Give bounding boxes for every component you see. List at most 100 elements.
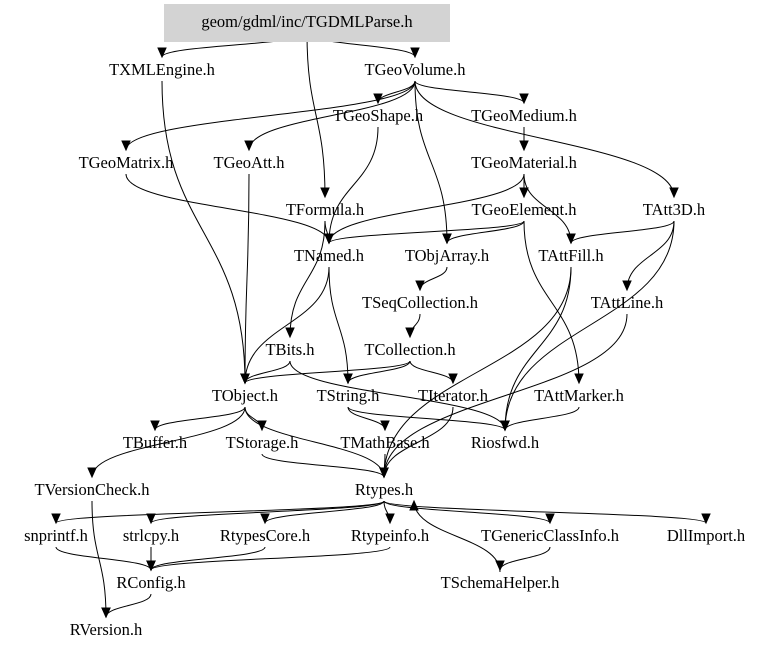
arrowhead-rtypeinfo-to-rconfig <box>146 560 156 572</box>
edge-tobject-to-tstorage <box>244 406 263 431</box>
node-label: Rtypes.h <box>355 480 414 499</box>
node-tbuffer[interactable]: TBuffer.h <box>123 433 188 452</box>
node-label: TXMLEngine.h <box>109 60 216 79</box>
node-tschemahelper[interactable]: TSchemaHelper.h <box>441 573 560 592</box>
node-label: TGeoShape.h <box>333 106 424 125</box>
node-tseqcoll[interactable]: TSeqCollection.h <box>362 293 479 312</box>
node-tmathbase[interactable]: TMathBase.h <box>340 433 430 452</box>
edge-rtypes-to-snprintf <box>55 500 385 524</box>
node-tgeomedium[interactable]: TGeoMedium.h <box>471 106 578 125</box>
node-titerator[interactable]: TIterator.h <box>418 386 489 405</box>
node-snprintf[interactable]: snprintf.h <box>24 526 88 545</box>
arrowhead-tatt3d-to-tattline <box>622 280 632 292</box>
node-label: TAtt3D.h <box>643 200 706 219</box>
arrowhead-tstring-to-tmathbase <box>380 420 390 432</box>
node-tatt3d[interactable]: TAtt3D.h <box>643 200 706 219</box>
node-label: TGeoMedium.h <box>471 106 578 125</box>
node-label: TIterator.h <box>418 386 489 405</box>
arrowhead-root-to-txml <box>157 47 167 59</box>
node-label: DllImport.h <box>667 526 746 545</box>
edges-layer <box>51 32 711 619</box>
node-label: TSeqCollection.h <box>362 293 479 312</box>
node-tversioncheck[interactable]: TVersionCheck.h <box>34 480 150 499</box>
root-node-box <box>164 4 450 42</box>
node-label: TBits.h <box>265 340 315 359</box>
node-tbits[interactable]: TBits.h <box>265 340 315 359</box>
edge-rtypes-to-strlcpy <box>150 500 385 524</box>
node-tattmarker[interactable]: TAttMarker.h <box>534 386 625 405</box>
node-tnamed[interactable]: TNamed.h <box>294 246 365 265</box>
edge-tgeovol-to-tgeomedium <box>414 80 525 104</box>
edge-tgeoelement-to-tnamed <box>328 220 525 244</box>
edge-tobject-to-tbuffer <box>154 406 246 431</box>
node-label: TObject.h <box>212 386 279 405</box>
edge-rtypes-to-rtypescore <box>264 500 385 524</box>
edge-tschemahelper-to-rtypes <box>413 500 501 573</box>
edge-tformula-to-tbits <box>289 220 326 338</box>
arrowhead-tcollection-to-titerator <box>448 373 458 385</box>
node-tgeovol[interactable]: TGeoVolume.h <box>365 60 467 79</box>
arrowhead-tgeomaterial-to-tgeoelement <box>519 187 529 199</box>
edge-txml-to-tobject <box>161 80 246 384</box>
edge-tgeomaterial-to-tnamed <box>328 173 525 244</box>
edge-tatt3d-to-tattline <box>626 220 675 291</box>
arrowhead-tgeoelement-to-tobjarray <box>442 233 452 245</box>
node-label: RConfig.h <box>116 573 186 592</box>
node-tgenericclassinfo[interactable]: TGenericClassInfo.h <box>481 526 620 545</box>
node-root[interactable]: geom/gdml/inc/TGDMLParse.h <box>164 4 450 42</box>
arrowhead-tcollection-to-tstring <box>343 373 353 385</box>
node-riosfwd[interactable]: Riosfwd.h <box>471 433 540 452</box>
arrowhead-rtypes-to-tgenericclassinfo <box>545 513 555 525</box>
arrowhead-rtypes-to-dllimport <box>701 513 711 525</box>
node-tobject[interactable]: TObject.h <box>212 386 279 405</box>
node-tgeoatt[interactable]: TGeoAtt.h <box>213 153 285 172</box>
node-strlcpy[interactable]: strlcpy.h <box>123 526 180 545</box>
node-tcollection[interactable]: TCollection.h <box>364 340 456 359</box>
edge-tobjarray-to-tseqcoll <box>419 266 448 291</box>
edge-tatt3d-to-tattfill <box>570 220 675 244</box>
node-label: TNamed.h <box>294 246 365 265</box>
arrowhead-tobject-to-tbuffer <box>150 420 160 432</box>
edge-rtypeinfo-to-rconfig <box>150 546 391 571</box>
arrowhead-tmathbase-to-rtypes <box>379 467 389 479</box>
edge-rconfig-to-rversion <box>105 593 152 618</box>
node-tobjarray[interactable]: TObjArray.h <box>405 246 490 265</box>
node-label: TStorage.h <box>226 433 300 452</box>
node-tgeoshape[interactable]: TGeoShape.h <box>333 106 424 125</box>
node-tstorage[interactable]: TStorage.h <box>226 433 300 452</box>
node-rtypes[interactable]: Rtypes.h <box>355 480 414 499</box>
node-tgeomaterial[interactable]: TGeoMaterial.h <box>471 153 578 172</box>
node-tgeomatrix[interactable]: TGeoMatrix.h <box>79 153 175 172</box>
node-label: TAttFill.h <box>538 246 604 265</box>
node-rtypescore[interactable]: RtypesCore.h <box>220 526 311 545</box>
arrowhead-tgeovol-to-tgeoshape <box>373 93 383 105</box>
edge-tstring-to-riosfwd <box>347 406 506 431</box>
node-rtypeinfo[interactable]: Rtypeinfo.h <box>351 526 430 545</box>
edge-tgenericclassinfo-to-tschemahelper <box>499 546 551 571</box>
arrowhead-tschemahelper-to-rtypes <box>409 499 419 511</box>
arrowhead-tgeoelement-to-tattmarker <box>574 373 584 385</box>
arrowhead-tbits-to-tobject <box>240 373 250 385</box>
node-label: TCollection.h <box>364 340 456 359</box>
node-tgeoelement[interactable]: TGeoElement.h <box>472 200 578 219</box>
node-tattline[interactable]: TAttLine.h <box>591 293 664 312</box>
edge-tgeovol-to-tobjarray <box>414 80 448 244</box>
node-label: strlcpy.h <box>123 526 180 545</box>
node-rversion[interactable]: RVersion.h <box>70 620 143 639</box>
node-dllimport[interactable]: DllImport.h <box>667 526 746 545</box>
node-txml[interactable]: TXMLEngine.h <box>109 60 216 79</box>
node-rconfig[interactable]: RConfig.h <box>116 573 186 592</box>
arrowhead-rtypes-to-rtypeinfo <box>385 513 395 525</box>
node-tstring[interactable]: TString.h <box>317 386 381 405</box>
node-tformula[interactable]: TFormula.h <box>286 200 365 219</box>
edge-tcollection-to-titerator <box>409 360 454 384</box>
arrowhead-tformula-to-tnamed <box>324 233 334 245</box>
edge-tcollection-to-tobject <box>244 360 411 384</box>
edge-tgeovol-to-tgeoshape <box>377 80 416 104</box>
arrowhead-tgeovol-to-tatt3d <box>669 187 679 199</box>
node-label: geom/gdml/inc/TGDMLParse.h <box>201 12 413 31</box>
node-label: TObjArray.h <box>405 246 490 265</box>
edge-tgeoatt-to-tobject <box>244 173 250 384</box>
node-tattfill[interactable]: TAttFill.h <box>538 246 604 265</box>
